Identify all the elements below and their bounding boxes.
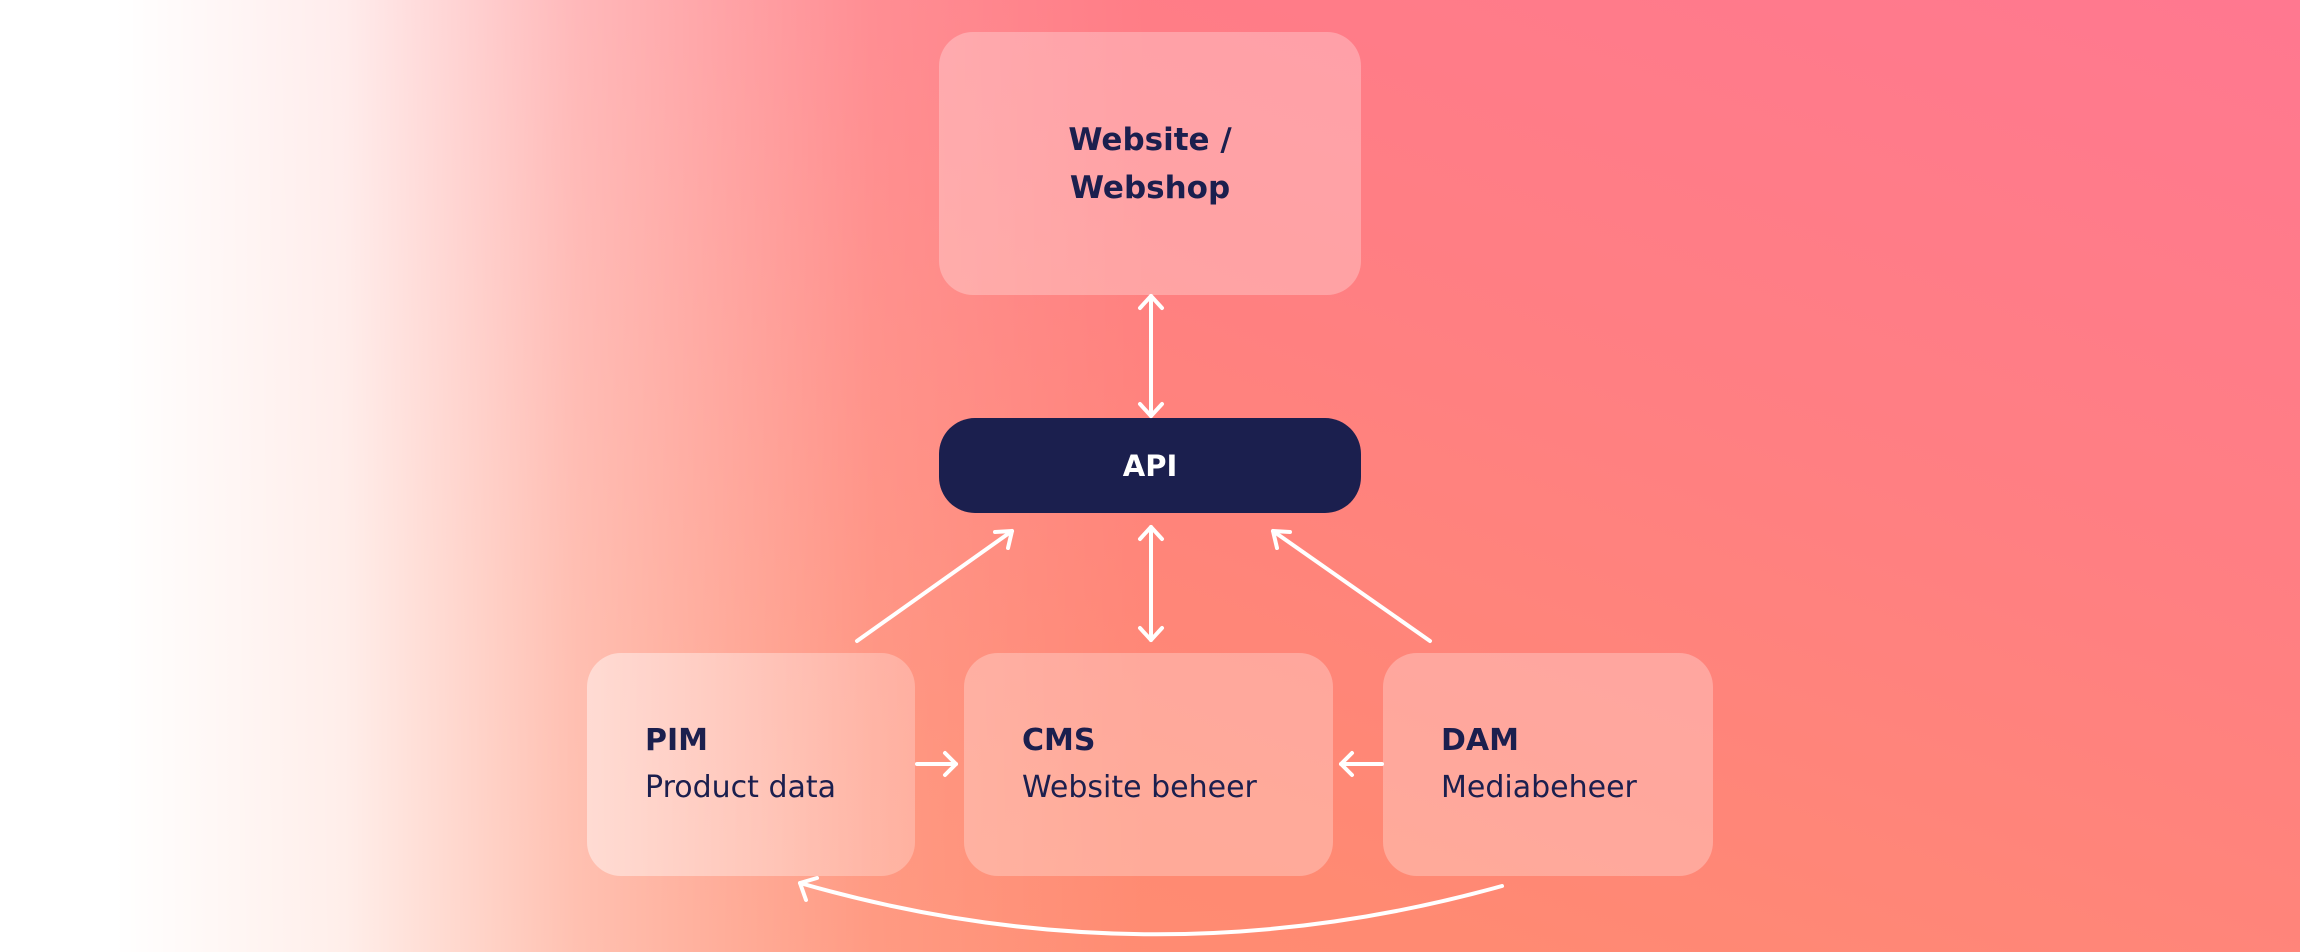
dam-pim-curved-arrow xyxy=(798,876,1504,937)
pim-api-arrow xyxy=(855,529,1014,643)
api-node: API xyxy=(939,418,1361,513)
api-label: API xyxy=(1122,448,1178,483)
website-label-line1: Website / xyxy=(1068,121,1232,158)
pim-subtitle: Product data xyxy=(645,770,837,805)
website-webshop-node: Website / Webshop xyxy=(939,32,1361,295)
dam-api-arrow xyxy=(1271,529,1432,643)
dam-node: DAM Mediabeheer xyxy=(1383,653,1713,876)
pim-cms-arrow xyxy=(915,751,958,777)
cms-api-arrow xyxy=(1138,525,1164,642)
cms-subtitle: Website beheer xyxy=(1022,770,1257,805)
dam-title: DAM xyxy=(1441,723,1519,758)
website-api-arrow xyxy=(1138,294,1164,418)
pim-node: PIM Product data xyxy=(587,653,915,876)
cms-node: CMS Website beheer xyxy=(964,653,1333,876)
dam-cms-arrow xyxy=(1339,751,1384,777)
dam-subtitle: Mediabeheer xyxy=(1441,770,1637,805)
website-label-line2: Webshop xyxy=(1069,169,1231,206)
pim-title: PIM xyxy=(645,723,709,758)
cms-title: CMS xyxy=(1022,723,1096,758)
